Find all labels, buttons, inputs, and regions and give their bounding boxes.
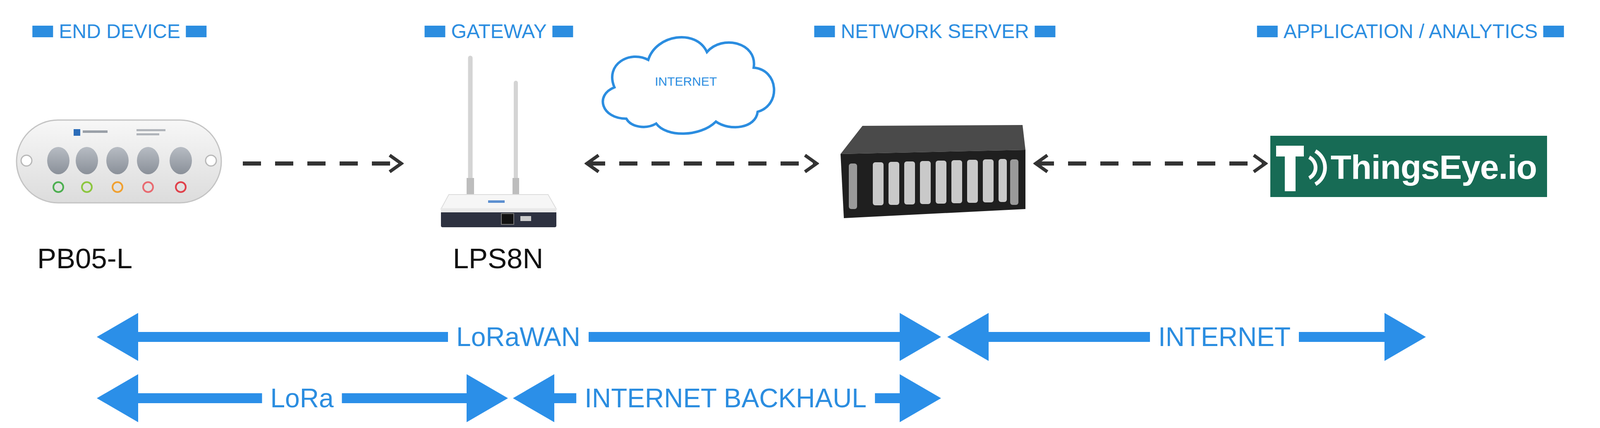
dashed-connector — [1035, 161, 1266, 166]
brand-mark — [488, 200, 505, 203]
logo-wave — [1315, 150, 1325, 185]
drive-slot — [982, 159, 994, 203]
end-device: END DEVICEPB05-L — [15, 117, 223, 210]
usb-port — [520, 215, 532, 221]
face-icon — [53, 182, 64, 192]
device-body — [16, 119, 222, 203]
span-label: INTERNET — [1149, 323, 1299, 350]
logo-icon — [1276, 145, 1304, 192]
rack-top — [840, 124, 1026, 154]
gateway-device: GATEWAYLPS8N — [438, 55, 557, 271]
column-heading: NETWORK SERVER — [808, 21, 1062, 42]
column-heading: APPLICATION / ANALYTICS — [1251, 21, 1570, 42]
brand-mark — [73, 129, 81, 136]
antenna — [468, 57, 473, 198]
face-icon — [81, 182, 92, 192]
drive-slot — [967, 159, 978, 203]
logo-background — [1270, 135, 1548, 197]
push-button — [106, 146, 129, 175]
column-heading: GATEWAY — [418, 21, 579, 42]
internet-cloud: INTERNET — [586, 20, 786, 139]
rack-bracket — [848, 163, 858, 209]
drive-slots — [872, 158, 1007, 206]
drive-slot — [904, 161, 915, 205]
device-name: LPS8N — [452, 244, 544, 273]
application-logo: APPLICATION / ANALYTICSThingsEye.io — [1270, 132, 1548, 195]
network-server: NETWORK SERVER — [836, 122, 1026, 205]
gateway-top — [440, 194, 557, 209]
brand-mark — [136, 133, 160, 136]
drive-slot — [919, 160, 931, 204]
dashed-connector — [586, 161, 817, 166]
server-rack — [840, 124, 1026, 218]
drive-slot — [998, 158, 1007, 202]
drive-slot — [872, 162, 884, 206]
logo-text: ThingsEye.io — [1330, 150, 1537, 185]
rack-bracket — [1010, 159, 1019, 205]
logo-badge — [1270, 135, 1548, 197]
rack-front — [840, 149, 1026, 218]
column-heading: END DEVICE — [26, 21, 213, 42]
gateway-device — [440, 57, 557, 228]
screw-hole — [205, 155, 217, 166]
span-arrows — [96, 312, 1426, 422]
face-icon — [175, 182, 186, 192]
drive-slot — [935, 160, 947, 204]
span-arrow — [947, 312, 1426, 361]
logo-wave — [1309, 157, 1316, 178]
push-button — [47, 146, 70, 175]
span-arrow — [512, 373, 942, 422]
span-arrow — [96, 373, 508, 422]
drive-slot — [888, 161, 900, 205]
button-device — [16, 119, 222, 203]
span-label: LoRa — [262, 384, 343, 412]
push-button — [75, 146, 99, 175]
cloud-label: INTERNET — [654, 75, 717, 88]
brand-mark — [82, 130, 108, 133]
face-icon — [143, 182, 154, 192]
gateway-trim — [440, 208, 557, 213]
push-button — [169, 146, 192, 175]
drive-slot — [951, 160, 963, 204]
span-arrow — [96, 312, 942, 361]
cloud-outline — [602, 37, 774, 134]
ethernet-port — [501, 213, 514, 225]
span-label: INTERNET BACKHAUL — [576, 384, 875, 412]
screw-hole — [21, 155, 32, 166]
push-button — [136, 146, 160, 175]
face-icon — [112, 182, 123, 192]
span-label: LoRaWAN — [447, 323, 589, 350]
device-name: PB05-L — [37, 244, 133, 273]
brand-mark — [136, 129, 166, 132]
dashed-connector — [242, 161, 402, 166]
